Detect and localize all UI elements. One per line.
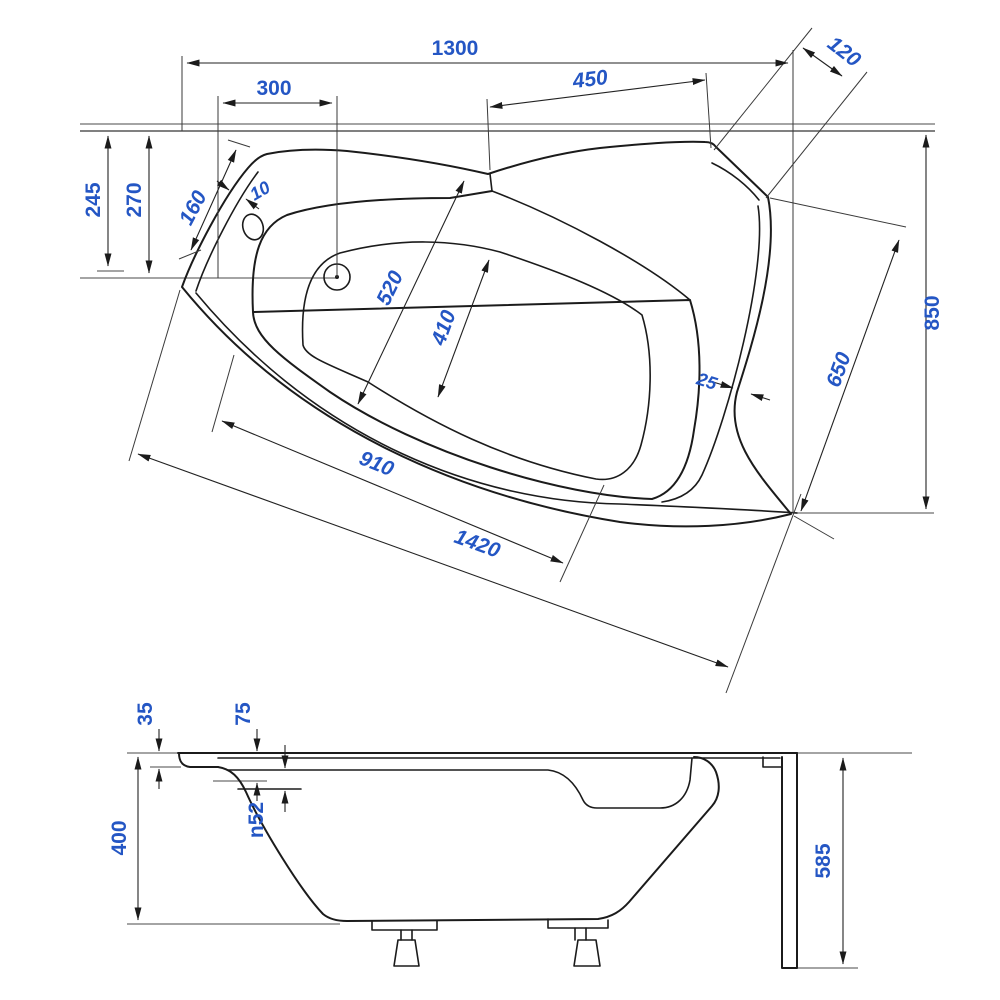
dim-245-label: 245 <box>82 182 105 217</box>
dim-10-arrow-b <box>245 198 260 210</box>
overflow-hole <box>241 213 265 241</box>
dim-25-arrow-a <box>712 381 734 389</box>
ext-corner-cut-a <box>713 27 813 151</box>
leg-foot-front <box>393 939 420 967</box>
dim-650-line <box>800 239 900 512</box>
leg-foot-rear <box>573 939 601 967</box>
side-view: 35 75 n52 400 585 <box>108 702 912 969</box>
dim-1300-label: 1300 <box>432 37 479 60</box>
seat-back-edge <box>489 173 691 301</box>
ext-650-top <box>769 197 907 228</box>
dim-120-line <box>802 47 843 77</box>
dim-300-label: 300 <box>256 77 291 100</box>
ext-right-450 <box>705 72 712 149</box>
dim-25-arrow-b <box>750 393 771 402</box>
dim-25-label: 25 <box>693 368 720 394</box>
ext-160-top-tick <box>227 139 251 148</box>
ext-left-450 <box>486 98 491 171</box>
basin-floor <box>301 241 651 481</box>
dim-270-label: 270 <box>123 182 146 217</box>
dim-850-label: 850 <box>921 295 944 330</box>
rim-inner-edge-right <box>661 205 761 503</box>
dim-10-arrow-a <box>216 179 230 191</box>
leg-stem-front <box>400 929 413 941</box>
leg-plate-front <box>371 920 438 931</box>
ext-910-left <box>211 354 235 433</box>
ext-160-bottom-tick <box>178 249 202 260</box>
dim-n52-label: n52 <box>245 802 268 838</box>
ext-corner-cut-b <box>765 71 868 199</box>
dim-585-label: 585 <box>812 843 835 878</box>
leg-plate-rear <box>547 918 609 929</box>
shell-profile <box>217 756 720 922</box>
basin-opening <box>251 190 701 500</box>
dim-400-label: 400 <box>108 820 131 855</box>
dim-450-line <box>489 78 706 109</box>
rim-inner-edge-corner <box>711 162 760 201</box>
rim-lip <box>178 752 219 768</box>
ext-650-bottom <box>793 515 835 540</box>
ext-910-right <box>559 484 605 583</box>
dim-650-label: 650 <box>822 349 856 390</box>
ext-1420-left <box>128 289 181 462</box>
tub-outer-rim <box>181 140 792 528</box>
dim-410-line <box>437 259 490 398</box>
top-view: 1300 300 450 120 245 270 160 10 520 410 … <box>80 27 944 694</box>
rim-inner-edge-front <box>195 292 798 514</box>
dim-75-label: 75 <box>232 702 255 726</box>
dim-450-label: 450 <box>570 66 609 93</box>
dim-410-label: 410 <box>427 307 461 349</box>
interior-seat-profile <box>226 757 693 809</box>
dim-520-line <box>357 180 465 405</box>
apron-panel <box>781 752 798 969</box>
leg-stem-rear <box>574 927 587 941</box>
rim-corner-step <box>762 756 783 768</box>
dim-520-label: 520 <box>372 267 408 309</box>
dim-35-label: 35 <box>134 702 157 726</box>
dim-160-line <box>190 149 237 251</box>
dim-160-label: 160 <box>175 187 212 229</box>
dim-1420-line <box>137 453 729 668</box>
dim-1420-label: 1420 <box>451 525 503 563</box>
dim-120-label: 120 <box>823 32 865 72</box>
ext-1420-right <box>725 493 802 694</box>
